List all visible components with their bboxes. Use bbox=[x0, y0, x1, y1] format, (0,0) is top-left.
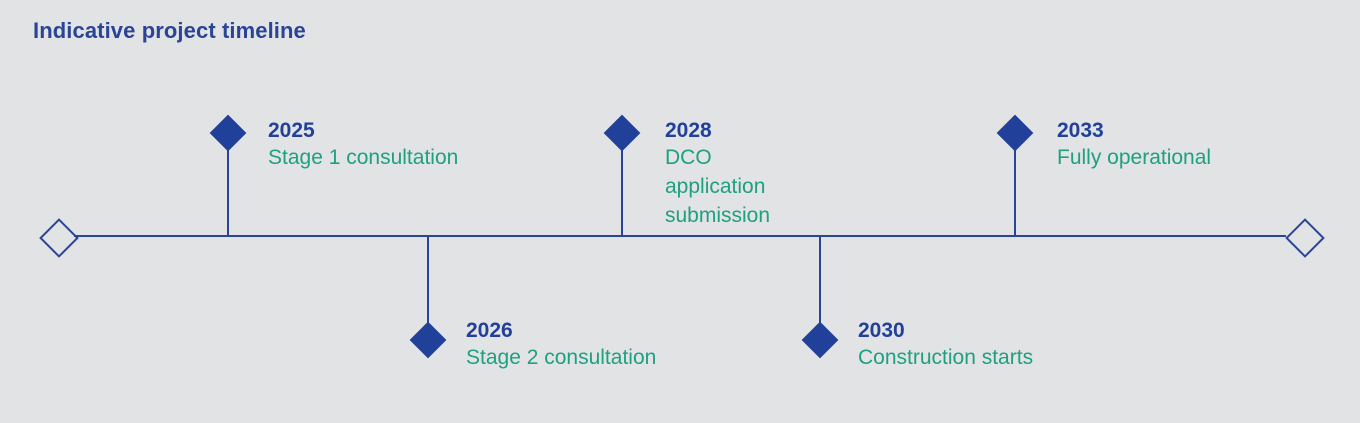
milestone-diamond-icon bbox=[603, 114, 641, 152]
milestone-diamond-icon bbox=[409, 321, 447, 359]
milestone-description: DCO application submission bbox=[665, 146, 771, 227]
milestone-description: Fully operational bbox=[1057, 146, 1212, 169]
milestone-diamond-icon bbox=[801, 321, 839, 359]
milestone-label: 2028 DCO application submission bbox=[665, 118, 770, 230]
milestone-label: 2030 Construction starts bbox=[858, 318, 1033, 372]
milestone-year: 2033 bbox=[1057, 119, 1104, 142]
milestone-diamond-icon bbox=[209, 114, 247, 152]
milestone-stem bbox=[621, 150, 623, 236]
timeline-axis-line bbox=[74, 235, 1286, 237]
milestone-label: 2025 Stage 1 consultation bbox=[268, 118, 458, 172]
milestone-year: 2030 bbox=[858, 319, 905, 342]
axis-start-diamond-icon bbox=[39, 218, 79, 258]
milestone-stem bbox=[819, 236, 821, 327]
milestone-stem bbox=[427, 236, 429, 327]
milestone-description: Stage 1 consultation bbox=[268, 146, 459, 169]
milestone-year: 2028 bbox=[665, 119, 712, 142]
milestone-label: 2026 Stage 2 consultation bbox=[466, 318, 656, 372]
milestone-diamond-icon bbox=[996, 114, 1034, 152]
milestone-label: 2033 Fully operational bbox=[1057, 118, 1211, 172]
milestone-year: 2026 bbox=[466, 319, 513, 342]
milestone-year: 2025 bbox=[268, 119, 315, 142]
page-title: Indicative project timeline bbox=[33, 18, 306, 43]
axis-end-diamond-icon bbox=[1285, 218, 1325, 258]
milestone-stem bbox=[227, 150, 229, 236]
milestone-description: Construction starts bbox=[858, 346, 1034, 369]
milestone-stem bbox=[1014, 150, 1016, 236]
milestone-description: Stage 2 consultation bbox=[466, 346, 657, 369]
